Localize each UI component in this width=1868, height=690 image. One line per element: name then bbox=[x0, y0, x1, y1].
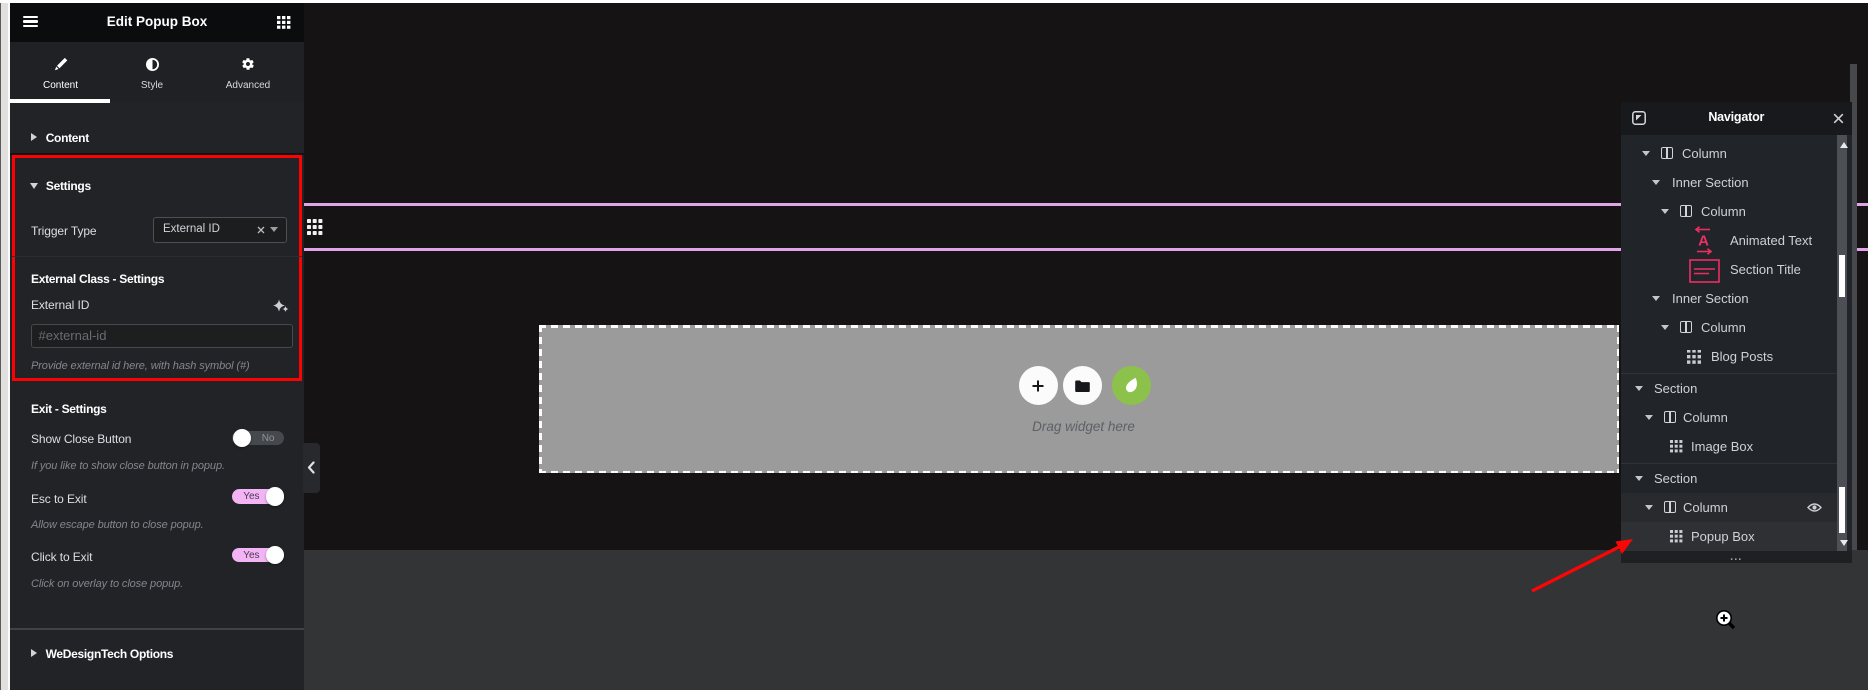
svg-text:A: A bbox=[1698, 233, 1709, 250]
